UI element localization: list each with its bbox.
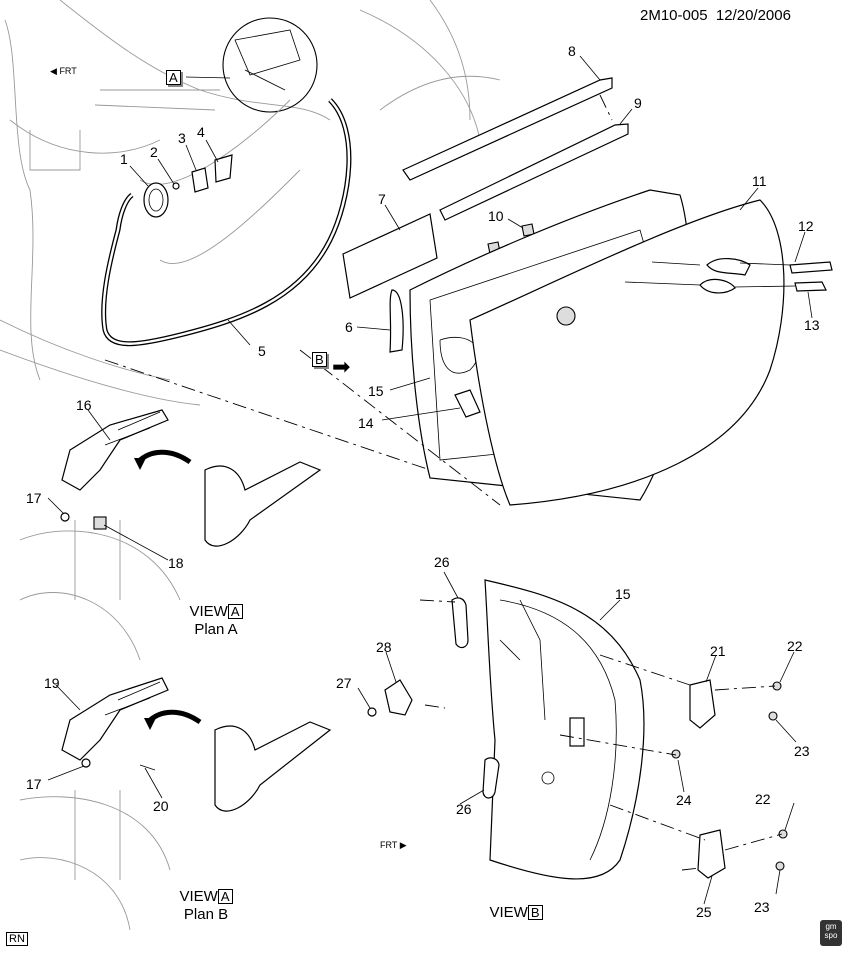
callout-26-lower: 26: [456, 801, 472, 817]
part-18-clip: [93, 516, 107, 530]
callout-2: 2: [150, 144, 158, 160]
callout-9: 9: [634, 95, 642, 111]
part-4-bracket: [214, 154, 233, 183]
part-26-strap-upper: [451, 597, 469, 649]
document-date: 12/20/2006: [715, 7, 791, 24]
part-26-strap-lower: [482, 757, 500, 799]
callout-4: 4: [197, 124, 205, 140]
callout-24: 24: [676, 792, 692, 808]
part-25-hinge-lower: [697, 829, 726, 879]
part-21-hinge-upper: [689, 679, 716, 729]
callout-6: 6: [345, 319, 353, 335]
part-11-door-outer: [469, 199, 785, 506]
part-9-molding: [439, 123, 629, 221]
callout-23-lower: 23: [754, 899, 770, 915]
callout-25: 25: [696, 904, 712, 920]
callout-23-upper: 23: [794, 743, 810, 759]
callout-12: 12: [798, 218, 814, 234]
callout-22-lower: 22: [755, 791, 771, 807]
forward-arrow-top: ◀ FRT: [50, 66, 77, 76]
part-7-pad: [342, 213, 438, 299]
callout-1: 1: [120, 151, 128, 167]
view-a-plan-b-illustration: [19, 677, 332, 931]
arrow-right-icon: ➡: [332, 354, 351, 379]
callout-8: 8: [568, 43, 576, 59]
callout-13: 13: [804, 317, 820, 333]
part-14-bracket: [454, 389, 481, 418]
callout-15: 15: [368, 383, 384, 399]
part-17-clip-a: [60, 512, 70, 522]
part-1-grommet: [143, 182, 169, 218]
callout-7: 7: [378, 191, 386, 207]
forward-arrow-icon: ◀: [50, 66, 57, 76]
view-a-plan-a-illustration: [19, 409, 322, 661]
callout-15-viewb: 15: [615, 586, 631, 602]
corner-code: RN: [6, 932, 28, 946]
part-8-molding: [402, 77, 613, 181]
callout-21: 21: [710, 643, 726, 659]
callout-27: 27: [336, 675, 352, 691]
callout-19: 19: [44, 675, 60, 691]
vehicle-body-background: [0, 0, 501, 406]
document-id: 2M10-005: [640, 7, 708, 24]
leader-lines: [47, 55, 813, 905]
forward-arrow-bottom: FRT ▶: [380, 840, 407, 850]
part-27-bolt: [367, 707, 377, 717]
callout-10: 10: [488, 208, 504, 224]
detail-circle-a: [222, 17, 318, 113]
callout-16: 16: [76, 397, 92, 413]
part-28-check-link: [384, 679, 413, 716]
forward-arrow-icon: ▶: [399, 840, 407, 850]
callout-17-b: 17: [26, 776, 42, 792]
view-b-callout: B: [312, 352, 327, 367]
header-line: 2M10-005 12/20/2006: [640, 8, 791, 24]
callout-3: 3: [178, 130, 186, 146]
callout-17-a: 17: [26, 490, 42, 506]
callout-28: 28: [376, 639, 392, 655]
callout-22-upper: 22: [787, 638, 803, 654]
part-12-handle-cap: [789, 261, 833, 274]
callout-5: 5: [258, 343, 266, 359]
callout-11: 11: [752, 173, 767, 189]
callout-14: 14: [358, 415, 374, 431]
view-a-callout: A: [166, 70, 181, 85]
gm-spo-logo-icon: gm spo: [820, 920, 842, 946]
part-2-screw: [172, 182, 180, 190]
part-17-clip-b: [81, 758, 91, 768]
part-6-seal: [389, 289, 404, 353]
callout-26-upper: 26: [434, 554, 450, 570]
part-13-handle: [794, 281, 827, 292]
view-b-illustration: [367, 579, 788, 880]
part-3-bracket: [191, 167, 209, 193]
callout-18: 18: [168, 555, 184, 571]
callout-20: 20: [153, 798, 169, 814]
